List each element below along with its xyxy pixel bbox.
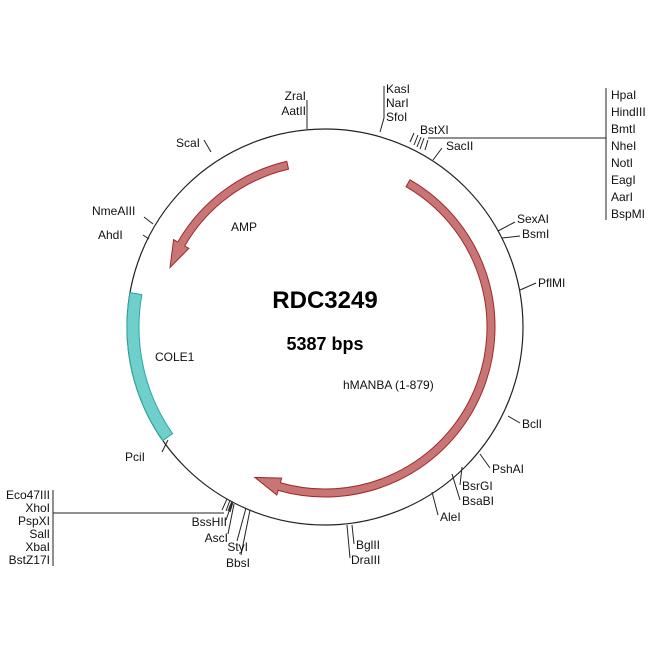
feature-label-cole1: COLE1 [155, 350, 195, 364]
site-kasi: KasI [386, 82, 410, 96]
hmanba-gene-arrow [253, 179, 496, 498]
site-eco47iii: Eco47III [6, 488, 50, 502]
amp-gene-arrow [169, 160, 290, 269]
site-bcli: BclI [522, 417, 542, 431]
feature-label-amp: AMP [231, 220, 257, 234]
site-bstz17i: BstZ17I [9, 553, 50, 567]
site-tick-line [459, 466, 463, 486]
plasmid-name: RDC3249 [272, 287, 377, 314]
site-bbsi: BbsI [226, 556, 250, 570]
site-alei: AleI [440, 510, 461, 524]
site-draiii: DraIII [351, 553, 380, 567]
site-xbai: XbaI [25, 540, 50, 554]
site-tick-line [225, 502, 233, 521]
site-sexai: SexAI [517, 212, 549, 226]
site-tick-line [142, 234, 150, 240]
site-bsshii: BssHII [192, 515, 227, 529]
site-bglii: BglII [356, 538, 380, 552]
site-bsmi: BsmI [522, 227, 549, 241]
site-tick-line [346, 524, 351, 559]
site-sacii: SacII [446, 139, 473, 153]
site-nmeaiii: NmeAIII [92, 204, 135, 218]
site-tick-line [416, 136, 422, 148]
site-bsrgi: BsrGI [462, 479, 493, 493]
plasmid-backbone [126, 128, 524, 526]
site-tick-line [501, 235, 521, 239]
site-tick-line [409, 132, 415, 143]
site-tick-line [221, 498, 228, 511]
site-hpai: HpaI [611, 88, 636, 102]
site-tick-line [229, 501, 234, 513]
site-styi: StyI [227, 540, 248, 554]
site-zrai: ZraI [285, 89, 306, 103]
site-asci: AscI [205, 531, 228, 545]
site-tick-line [203, 139, 212, 153]
site-aari: AarI [611, 190, 633, 204]
site-tick-line [413, 134, 419, 146]
site-tick-line [227, 503, 235, 535]
site-tick-line [351, 524, 355, 545]
site-tick-line [424, 139, 429, 151]
site-xhoi: XhoI [25, 501, 50, 515]
site-hindiii: HindIII [611, 105, 646, 119]
site-tick-line [479, 453, 491, 469]
site-pflmi: PflMI [538, 276, 565, 290]
site-noti: NotI [611, 156, 633, 170]
site-sali: SalI [29, 527, 50, 541]
site-pcii: PciI [125, 450, 145, 464]
site-bstxi: BstXI [420, 123, 449, 137]
site-nari: NarI [386, 96, 409, 110]
site-tick-line [225, 499, 231, 512]
site-tick-line [379, 86, 385, 133]
feature-label-hmanba: hMANBA (1-879) [343, 378, 434, 392]
site-sfoi: SfoI [386, 110, 407, 124]
site-tick-line [432, 147, 443, 161]
site-bsabi: BsaBI [462, 494, 494, 508]
site-tick-line [519, 282, 537, 291]
site-bspmi: BspMI [611, 207, 645, 221]
site-pspxi: PspXI [18, 514, 50, 528]
site-tick-line [240, 509, 251, 556]
site-nhei: NheI [611, 139, 636, 153]
site-tick-line [419, 137, 425, 150]
site-scai: ScaI [176, 136, 200, 150]
site-tick-line [431, 491, 439, 516]
plasmid-size: 5387 bps [286, 334, 363, 354]
site-bmti: BmtI [611, 122, 636, 136]
site-ahdi: AhdI [98, 228, 123, 242]
site-eagi: EagI [611, 173, 636, 187]
site-tick-line [227, 500, 233, 512]
site-tick-line [451, 473, 461, 501]
site-tick-line [161, 439, 169, 453]
site-tick-line [236, 507, 247, 542]
site-aatii: AatII [281, 104, 306, 118]
cole1-origin-band [126, 292, 174, 442]
site-pshai: PshAI [492, 462, 524, 476]
site-tick-line [143, 216, 154, 225]
site-tick-line [497, 221, 516, 232]
site-tick-line [507, 415, 521, 424]
